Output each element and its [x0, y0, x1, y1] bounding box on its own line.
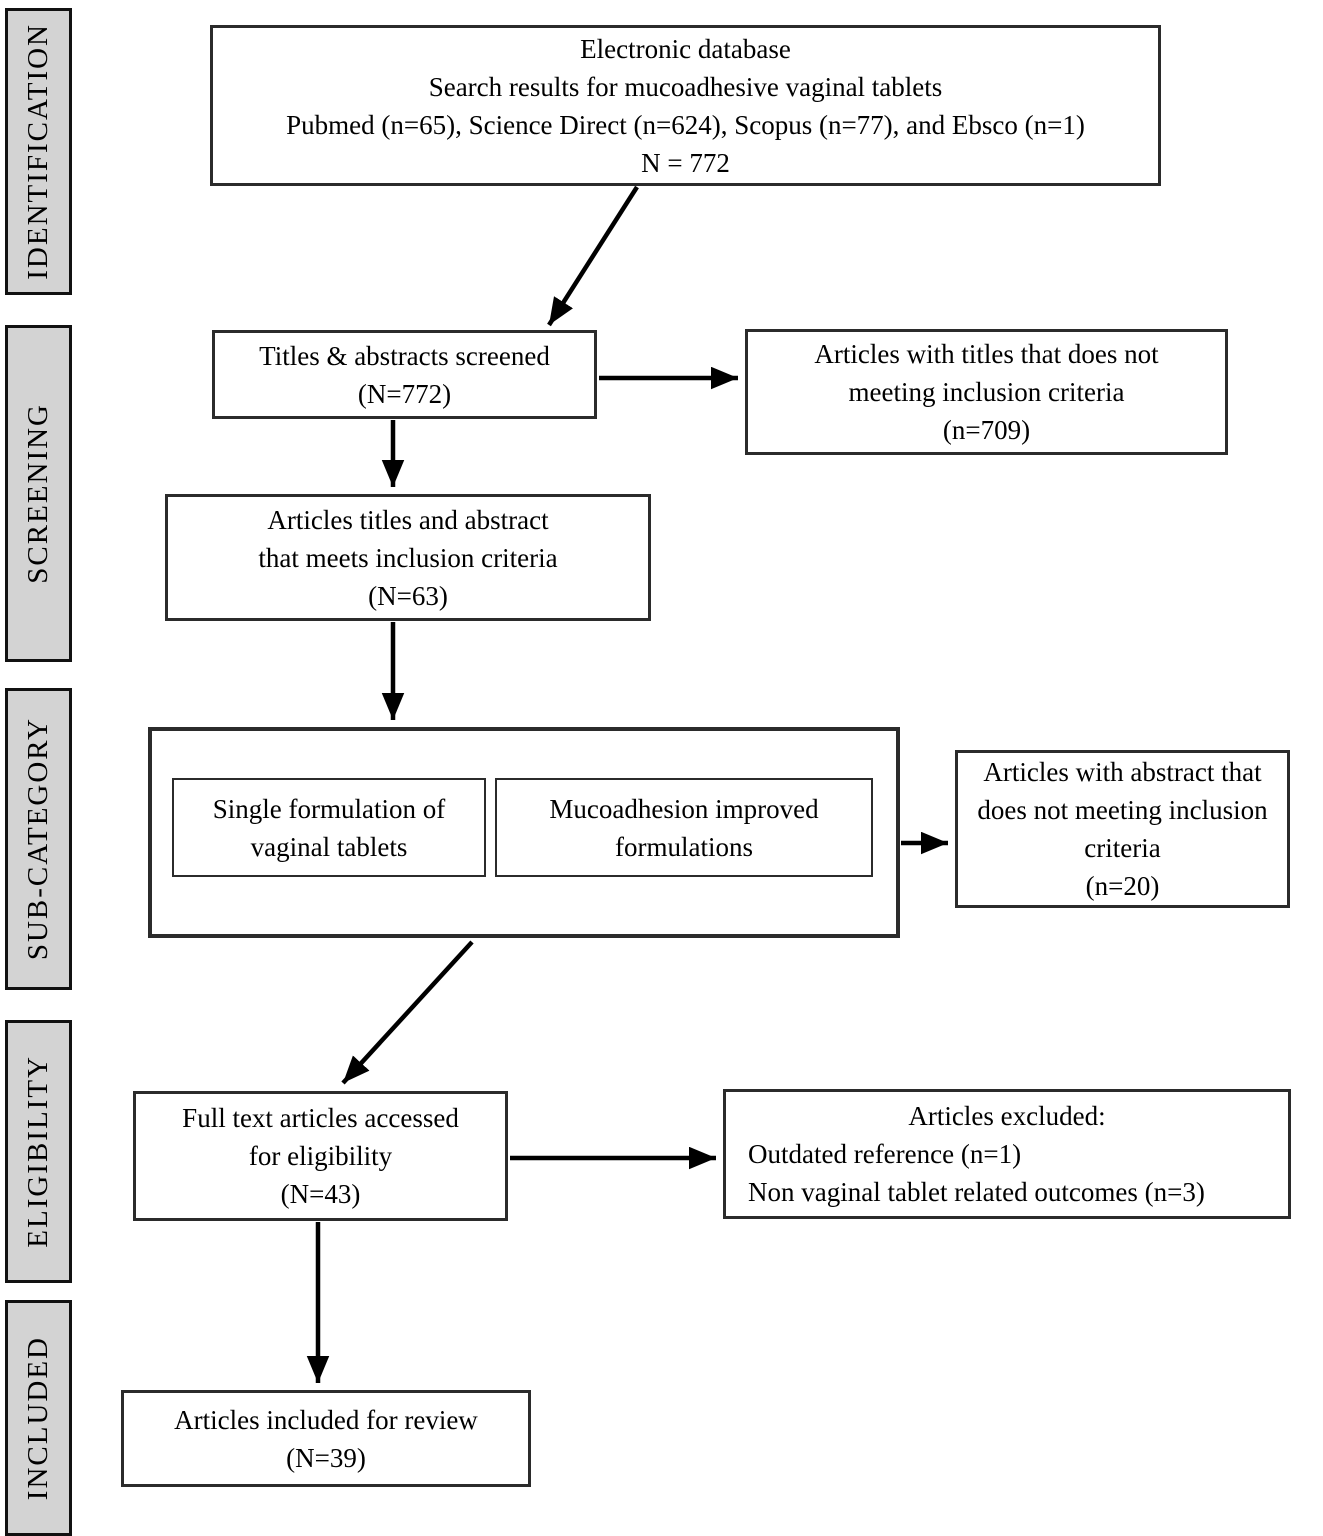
box-text-line: Search results for mucoadhesive vaginal …	[428, 71, 943, 102]
stage-label: SCREENING	[22, 403, 54, 584]
box-text-line: N = 772	[641, 147, 730, 178]
stage-screening: SCREENING	[5, 325, 72, 662]
box-articles-excluded: Articles excluded: Outdated reference (n…	[723, 1089, 1291, 1219]
stage-sub-category: SUB-CATEGORY	[5, 688, 72, 990]
stage-eligibility: ELIGIBILITY	[5, 1020, 72, 1283]
box-single-formulation: Single formulation of vaginal tablets	[172, 778, 486, 877]
box-text-line: Single formulation of	[212, 793, 446, 824]
arrow-database-to-screened	[547, 185, 639, 327]
excluded-item: Outdated reference (n=1)	[748, 1139, 1022, 1169]
box-text-line: Electronic database	[580, 33, 791, 64]
box-text-line: Pubmed (n=65), Science Direct (n=624), S…	[286, 109, 1085, 140]
box-text-line: (N=63)	[368, 580, 448, 611]
box-text-line: Titles & abstracts screened	[259, 340, 550, 371]
box-sub-category-container: Single formulation of vaginal tablets Mu…	[148, 727, 900, 938]
box-text-line: that meets inclusion criteria	[258, 542, 558, 573]
box-text-line: (N=39)	[286, 1442, 366, 1473]
box-text-line: Articles with abstract that	[983, 757, 1262, 787]
box-text-line: Articles with titles that does not	[814, 339, 1159, 369]
box-text-line: does not meeting inclusion	[977, 795, 1268, 825]
stage-identification: IDENTIFICATION	[5, 8, 72, 295]
box-text-line: Articles titles and abstract	[267, 504, 549, 535]
box-text-line: criteria	[1084, 833, 1161, 863]
stage-included: INCLUDED	[5, 1300, 72, 1536]
box-titles-not-meeting-criteria: Articles with titles that does not meeti…	[745, 329, 1228, 455]
box-meets-inclusion-criteria: Articles titles and abstract that meets …	[165, 494, 651, 621]
box-abstract-not-meeting-criteria: Articles with abstract that does not mee…	[955, 750, 1290, 908]
box-text-line: (N=43)	[280, 1179, 361, 1209]
box-electronic-database: Electronic database Search results for m…	[210, 25, 1161, 186]
arrow-subcategory-to-full-text	[341, 940, 474, 1085]
box-text-line: vaginal tablets	[250, 831, 408, 862]
box-text-line: (n=20)	[1085, 871, 1160, 901]
excluded-item: Non vaginal tablet related outcomes (n=3…	[748, 1177, 1205, 1207]
stage-label: SUB-CATEGORY	[22, 717, 54, 961]
box-text-line: (n=709)	[942, 415, 1031, 445]
box-included-for-review: Articles included for review (N=39)	[121, 1390, 531, 1487]
box-text-line: formulations	[615, 831, 753, 862]
box-text-line: for eligibility	[248, 1141, 393, 1171]
box-text-line: Full text articles accessed	[182, 1103, 459, 1133]
excluded-heading: Articles excluded:	[908, 1101, 1106, 1131]
box-text-line: Articles included for review	[174, 1404, 478, 1435]
box-full-text-eligibility: Full text articles accessed for eligibil…	[133, 1091, 508, 1221]
box-titles-abstracts-screened: Titles & abstracts screened (N=772)	[212, 330, 597, 419]
stage-label: INCLUDED	[22, 1335, 54, 1501]
stage-label: ELIGIBILITY	[22, 1055, 54, 1248]
stage-label: IDENTIFICATION	[22, 23, 54, 280]
box-mucoadhesion-improved: Mucoadhesion improved formulations	[495, 778, 873, 877]
box-text-line: Mucoadhesion improved	[549, 793, 819, 824]
box-text-line: (N=772)	[357, 378, 452, 409]
box-text-line: meeting inclusion criteria	[848, 377, 1125, 407]
